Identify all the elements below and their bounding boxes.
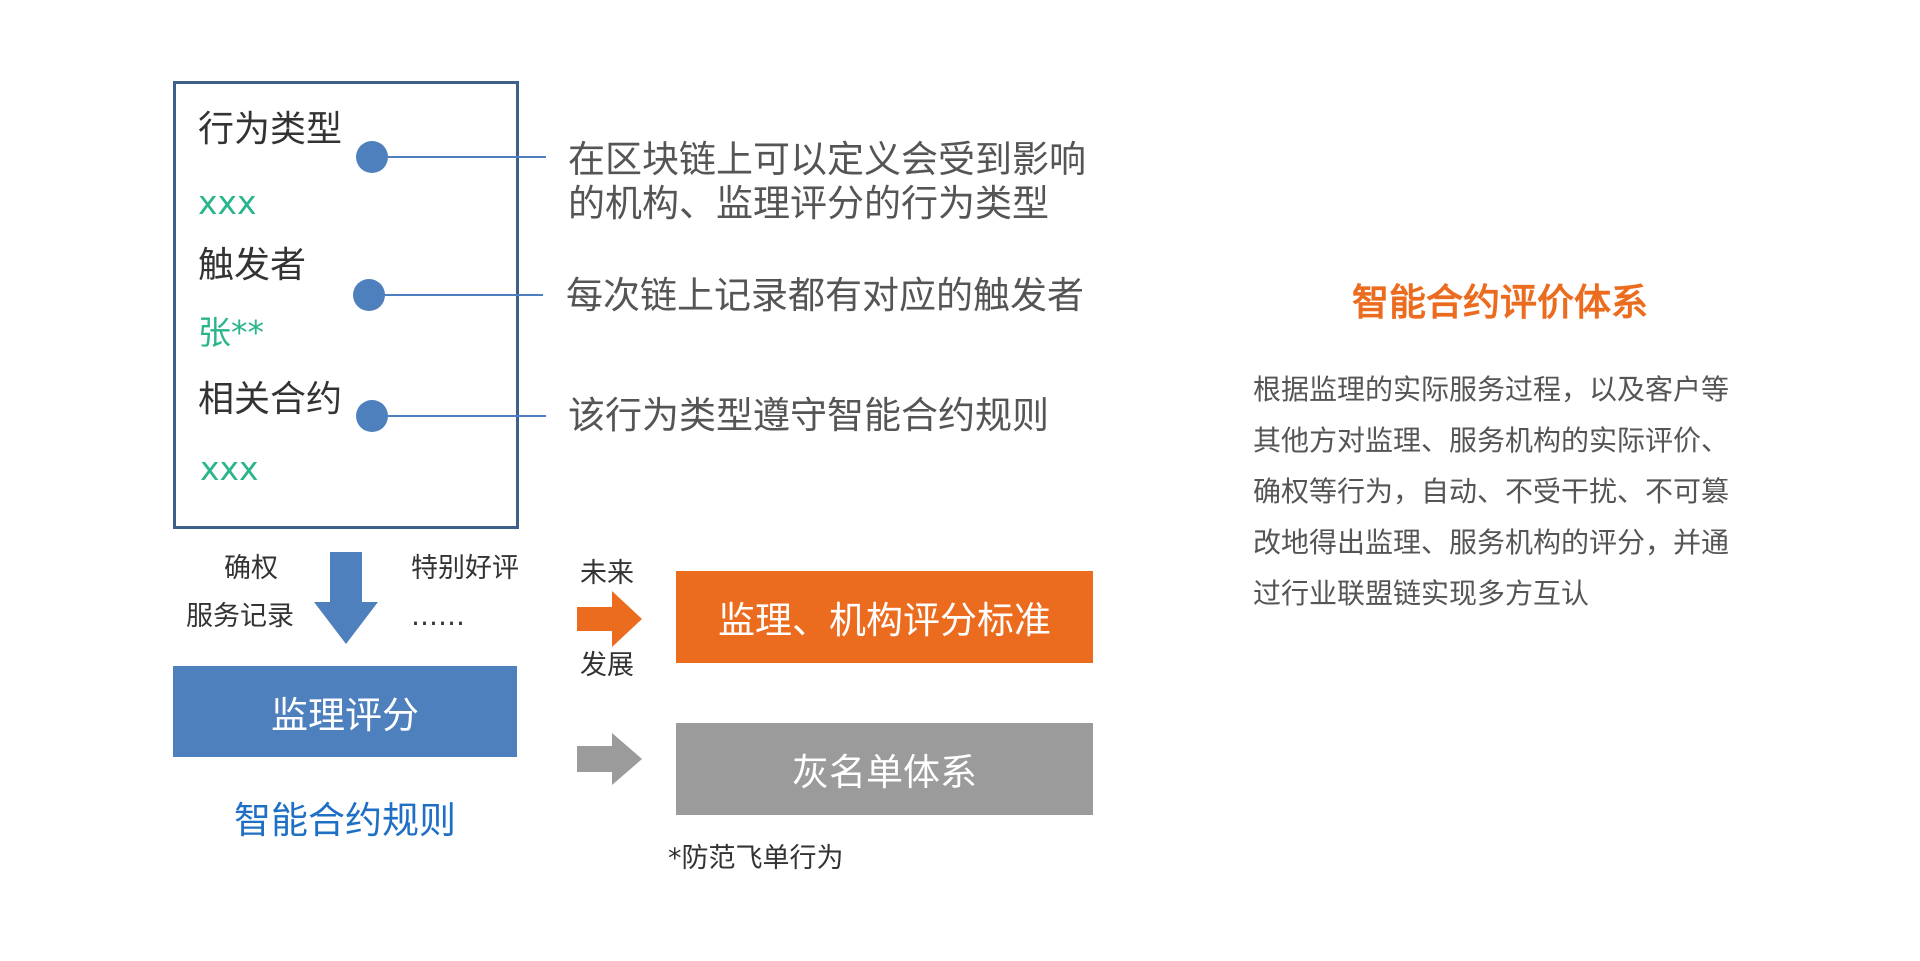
field-label-behavior-type: 行为类型: [198, 109, 343, 150]
connector-contract: [356, 400, 546, 432]
summary-line-4: 改地得出监理、服务机构的评分，并通: [1253, 526, 1730, 559]
connector-trigger: [353, 279, 543, 311]
standard-box: 监理、机构评分标准: [676, 571, 1093, 663]
down-arrow-icon: [314, 552, 378, 644]
desc-behavior-type-line-2: 的机构、监理评分的行为类型: [568, 182, 1049, 225]
field-value-trigger: 张**: [198, 313, 264, 352]
desc-behavior-type: 在区块链上可以定义会受到影响 的机构、监理评分的行为类型: [568, 138, 1086, 226]
rule-caption: 智能合约规则: [234, 799, 456, 842]
summary-line-5: 过行业联盟链实现多方互认: [1253, 577, 1590, 610]
desc-trigger: 每次链上记录都有对应的触发者: [566, 274, 1084, 317]
future-arrow-icon: [577, 591, 642, 647]
summary-body: 根据监理的实际服务过程，以及客户等 其他方对监理、服务机构的实际评价、 确权等行…: [1253, 364, 1753, 619]
score-box: 监理评分: [173, 666, 517, 757]
score-box-label: 监理评分: [271, 693, 419, 737]
future-label: 未来: [580, 558, 634, 589]
gray-list-note: *防范飞单行为: [668, 843, 844, 874]
gray-list-box: 灰名单体系: [676, 723, 1093, 815]
gray-arrow-icon: [577, 733, 642, 785]
input-ellipsis: ……: [411, 601, 465, 632]
connector-behavior-type: [356, 141, 546, 173]
summary-line-1: 根据监理的实际服务过程，以及客户等: [1253, 373, 1730, 406]
desc-contract: 该行为类型遵守智能合约规则: [568, 394, 1049, 437]
record-box: [173, 81, 519, 529]
input-good-review: 特别好评: [411, 553, 519, 584]
input-ownership: 确权: [224, 553, 278, 584]
field-label-trigger: 触发者: [198, 245, 307, 286]
field-value-contract: xxx: [200, 449, 259, 488]
field-label-contract: 相关合约: [198, 379, 343, 420]
field-value-behavior-type: xxx: [198, 183, 257, 222]
input-service-record: 服务记录: [186, 601, 294, 632]
development-label: 发展: [580, 650, 634, 681]
summary-title: 智能合约评价体系: [1352, 281, 1648, 324]
standard-box-label: 监理、机构评分标准: [718, 599, 1051, 642]
summary-line-2: 其他方对监理、服务机构的实际评价、: [1253, 424, 1730, 457]
desc-behavior-type-line-1: 在区块链上可以定义会受到影响: [568, 138, 1086, 181]
summary-line-3: 确权等行为，自动、不受干扰、不可篡: [1253, 475, 1730, 508]
gray-list-box-label: 灰名单体系: [792, 751, 977, 794]
